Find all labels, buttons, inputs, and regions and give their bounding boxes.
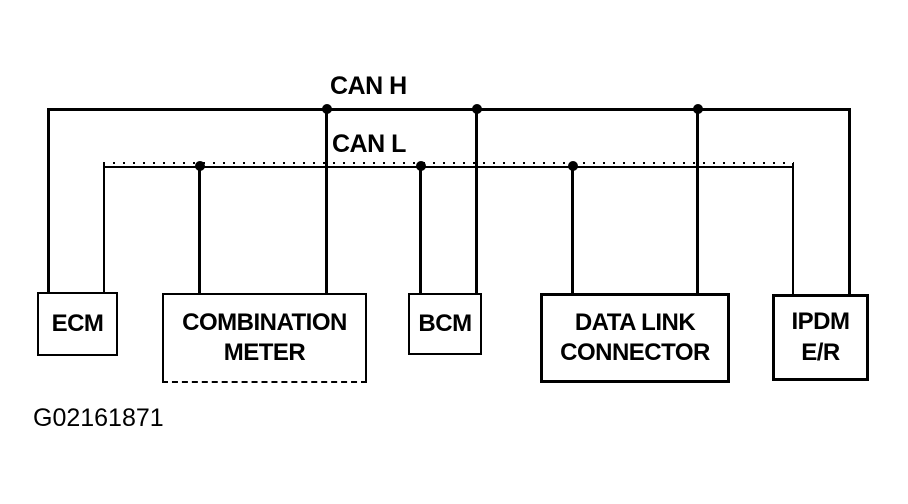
junction-dot-can-h-bcm [472, 104, 482, 114]
module-label-data-link-connector-line2: CONNECTOR [560, 339, 710, 366]
junction-dot-can-h-data-link-connector [693, 104, 703, 114]
module-label-ecm: ECM [51, 309, 104, 337]
can-l-bus-line [103, 166, 794, 168]
can-h-drop-bcm [475, 108, 478, 295]
module-box-ipdm-er: IPDM E/R [772, 294, 869, 381]
junction-dot-can-l-data-link-connector [568, 161, 578, 171]
can-h-drop-combination-meter [325, 108, 328, 295]
can-l-drop-data-link-connector [571, 166, 574, 294]
can-l-drop-ipdm [792, 163, 794, 295]
module-label-ipdm-er-line1: IPDM [791, 308, 851, 336]
module-box-combination-meter: COMBINATION METER [162, 293, 367, 383]
module-box-bcm: BCM [408, 293, 482, 355]
module-label-combination-meter-line2: METER [223, 339, 306, 366]
can-h-drop-ecm [47, 108, 50, 294]
junction-dot-can-h-combination-meter [322, 104, 332, 114]
can-h-bus-line [47, 108, 851, 111]
module-label-ipdm-er-line2: E/R [801, 338, 840, 366]
junction-dot-can-l-combination-meter [195, 161, 205, 171]
can-l-drop-bcm [419, 166, 422, 294]
module-label-combination-meter-line1: COMBINATION [182, 308, 347, 336]
can-h-drop-data-link-connector [696, 108, 699, 295]
can-l-label: CAN L [332, 130, 406, 158]
can-l-drop-combination-meter [198, 166, 201, 294]
module-box-ecm: ECM [37, 292, 118, 356]
can-l-bus-dotted-ticks [103, 162, 794, 164]
can-h-drop-ipdm [848, 108, 851, 296]
module-label-data-link-connector-line1: DATA LINK [574, 308, 696, 336]
module-box-data-link-connector: DATA LINK CONNECTOR [540, 293, 730, 383]
junction-dot-can-l-bcm [416, 161, 426, 171]
module-label-bcm: BCM [418, 309, 472, 337]
can-h-label: CAN H [330, 72, 407, 100]
can-l-drop-ecm [103, 163, 105, 293]
figure-id: G02161871 [33, 404, 164, 432]
